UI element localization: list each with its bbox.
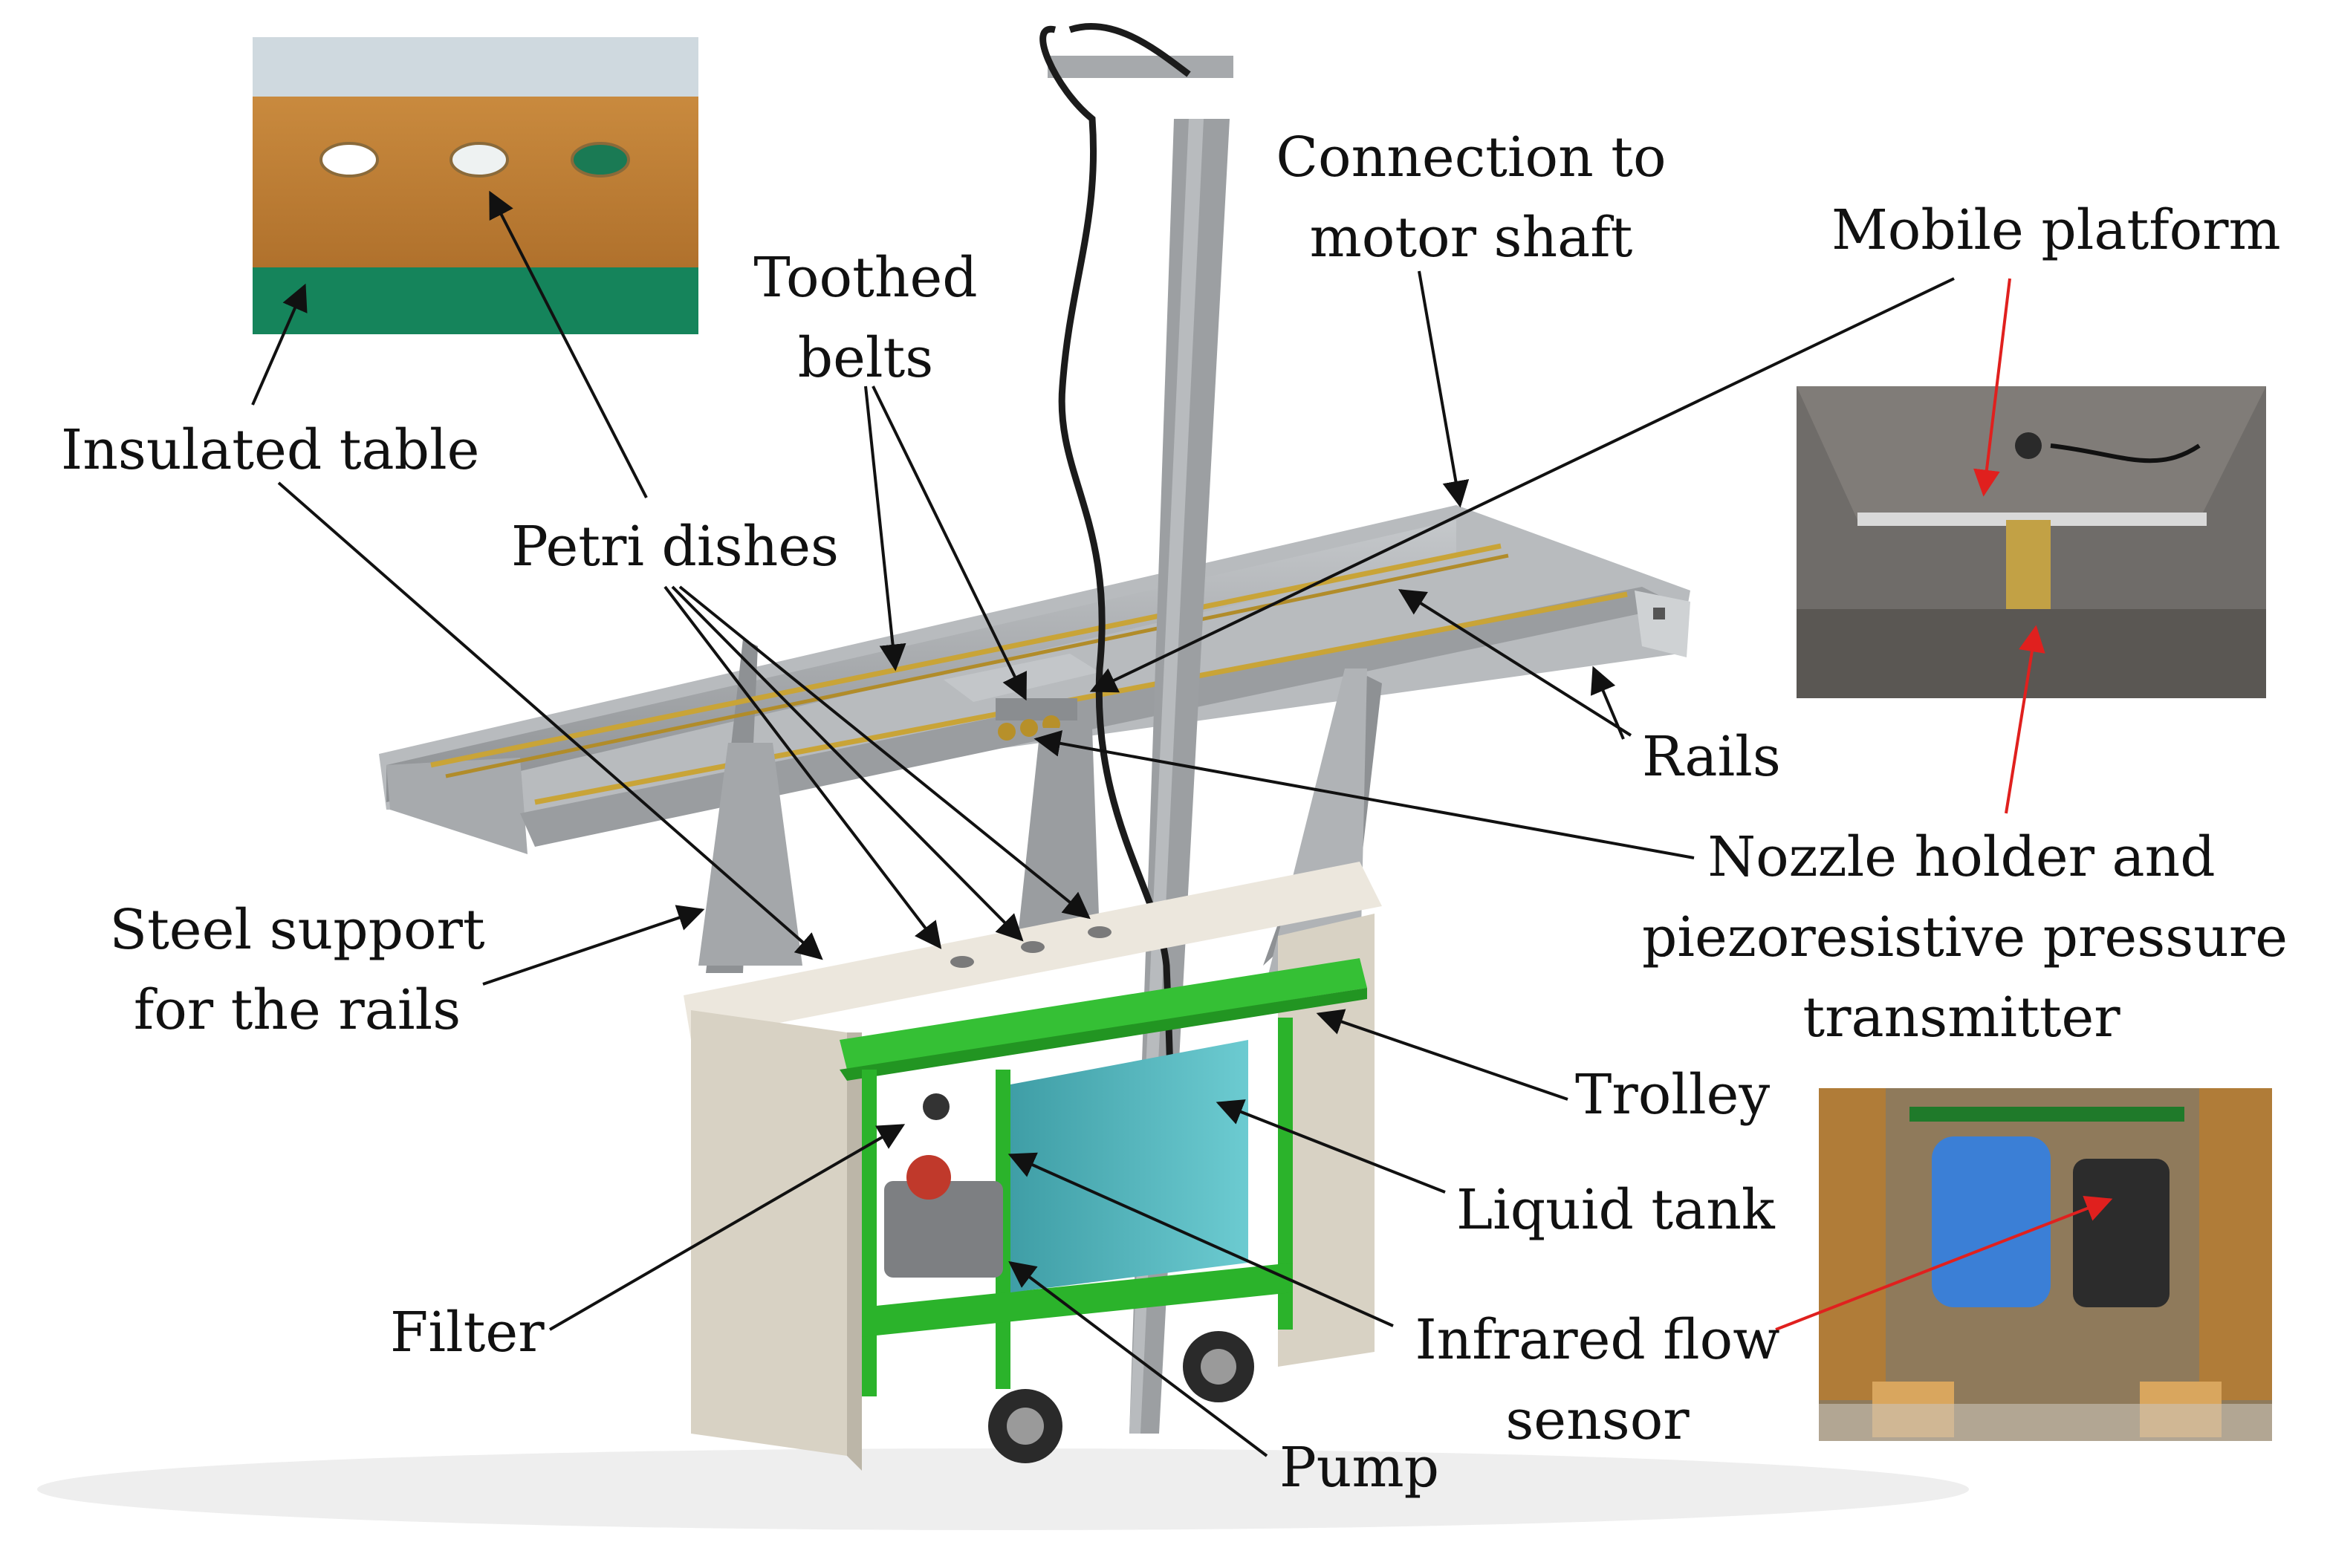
insulated-table-render: [684, 862, 1382, 1471]
label-nozzle-holder: Nozzle holder and piezoresistive pressur…: [1642, 825, 2288, 1050]
trolley-render: [840, 958, 1367, 1463]
photo-trolley: [1819, 1088, 2272, 1441]
leader-petri-3: [678, 585, 1091, 920]
label-steel-support: Steel support for the rails: [109, 898, 485, 1042]
leader-mobile-platform-render: [1089, 277, 1955, 693]
label-rails: Rails: [1642, 725, 1781, 789]
leader-pump: [1008, 1260, 1268, 1457]
toothed-belts: [430, 543, 1628, 805]
leader-insulated-table-photo: [251, 283, 308, 406]
label-liquid-tank: Liquid tank: [1456, 1178, 1775, 1242]
label-mobile-platform: Mobile platform: [1831, 198, 2281, 262]
leader-toothed-belts-1: [864, 386, 906, 671]
leader-motor-shaft: [1418, 270, 1470, 508]
leader-rails-1: [1398, 589, 1632, 737]
leader-nozzle-render: [1033, 730, 1695, 859]
leader-rails-2: [1590, 666, 1625, 740]
leader-petri-photo: [489, 190, 648, 498]
label-pump: Pump: [1279, 1436, 1439, 1500]
leader-infrared-photo: [1775, 1195, 2113, 1331]
leader-infrared-flow: [1007, 1152, 1394, 1327]
floor-shadow: [37, 1448, 1969, 1530]
label-petri-dishes: Petri dishes: [511, 515, 840, 579]
leader-filter: [548, 1124, 906, 1331]
photo-insulated-table: [253, 37, 698, 334]
leader-steel-support: [482, 905, 705, 986]
label-infrared-flow-sensor: Infrared flow sensor: [1415, 1308, 1780, 1452]
leader-toothed-belts-2: [872, 386, 1027, 701]
leader-petri-1: [663, 585, 942, 949]
leader-nozzle-photo: [2005, 625, 2045, 814]
leader-trolley: [1316, 1009, 1568, 1101]
leader-liquid-tank: [1216, 1099, 1446, 1194]
leader-mobile-platform-photo: [1973, 278, 2011, 497]
label-trolley: Trolley: [1575, 1063, 1771, 1127]
label-filter: Filter: [390, 1301, 545, 1364]
label-toothed-belts: Toothed belts: [753, 246, 978, 390]
leader-lines: [251, 190, 1955, 1457]
leader-insulated-table-render: [277, 481, 823, 960]
label-insulated-table: Insulated table: [61, 418, 480, 482]
label-connection-motor-shaft: Connection to motor shaft: [1276, 126, 1667, 270]
leader-petri-2: [671, 585, 1024, 942]
red-leader-lines: [1775, 278, 2113, 1331]
